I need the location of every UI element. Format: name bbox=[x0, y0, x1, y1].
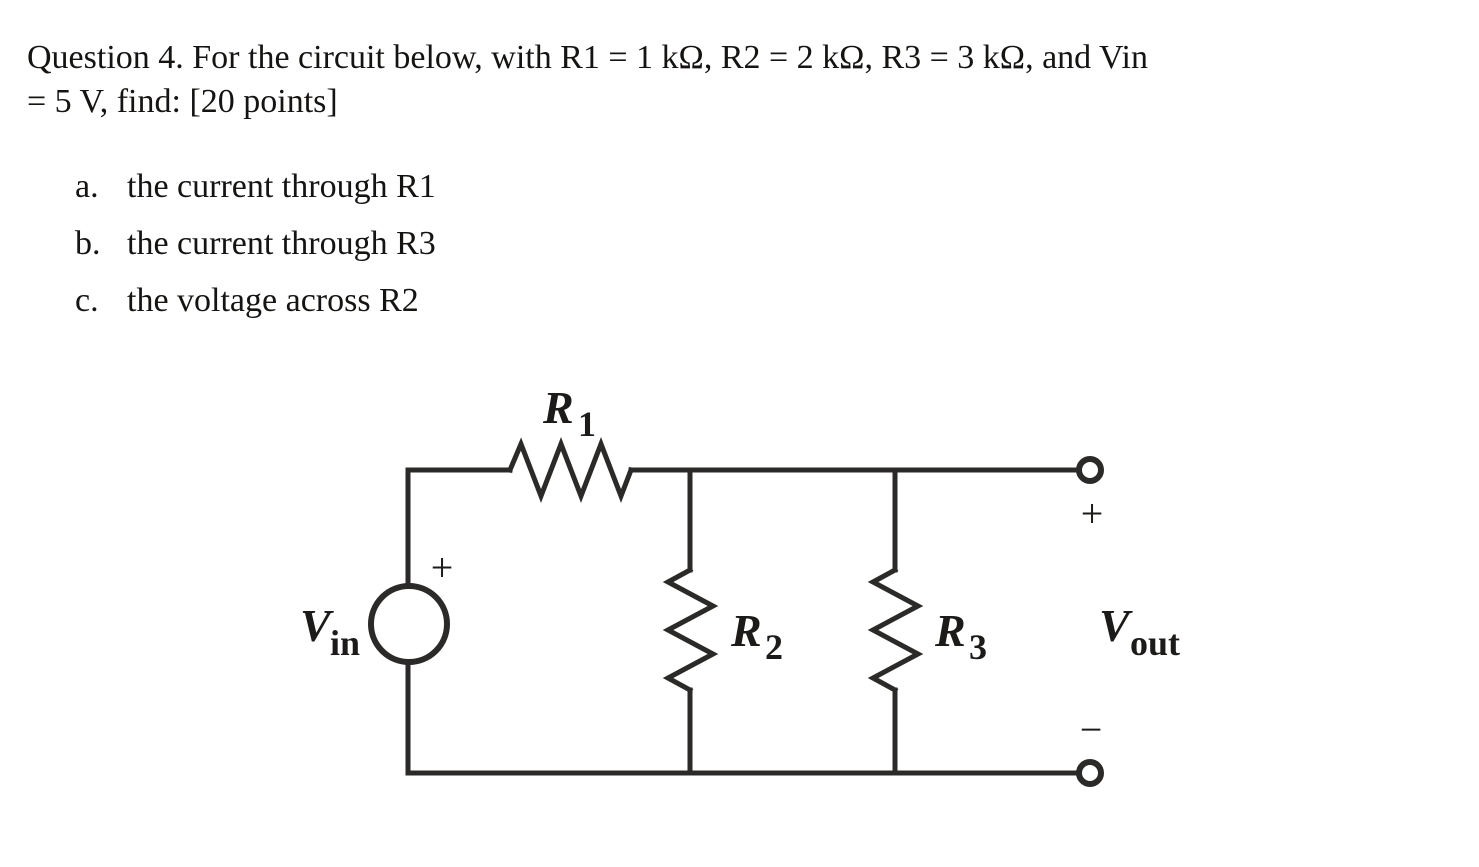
voltage-source-circle bbox=[368, 583, 450, 665]
vin-label-subscript: in bbox=[330, 623, 360, 663]
r1-label: R bbox=[542, 382, 574, 433]
source-plus-sign: + bbox=[431, 545, 454, 590]
task-text-a: the current through R1 bbox=[127, 168, 436, 205]
question-line-1: Question 4. For the circuit below, with … bbox=[27, 39, 1149, 76]
vout-label-subscript: out bbox=[1130, 623, 1180, 663]
output-terminal-positive bbox=[1076, 456, 1104, 484]
vin-label: V bbox=[300, 600, 334, 651]
task-text-b: the current through R3 bbox=[127, 225, 436, 262]
task-marker-a: a. bbox=[75, 168, 99, 205]
task-item-a: a. the current through R1 bbox=[75, 158, 436, 215]
r1-label-subscript: 1 bbox=[578, 404, 596, 444]
resistor-r2 bbox=[662, 566, 719, 694]
resistor-r3 bbox=[867, 566, 924, 694]
r2-label-subscript: 2 bbox=[765, 627, 783, 667]
task-item-b: b. the current through R3 bbox=[75, 215, 436, 272]
resistor-r1 bbox=[506, 437, 635, 503]
task-item-c: c. the voltage across R2 bbox=[75, 272, 436, 329]
task-marker-c: c. bbox=[75, 282, 99, 319]
r2-label: R bbox=[730, 605, 762, 656]
task-marker-b: b. bbox=[75, 225, 101, 262]
task-list: a. the current through R1 b. the current t… bbox=[75, 158, 436, 329]
wire-top-left bbox=[405, 467, 513, 589]
output-minus-sign: − bbox=[1080, 707, 1103, 752]
question-line-2: = 5 V, find: [20 points] bbox=[27, 83, 338, 120]
output-terminal-negative bbox=[1076, 759, 1104, 787]
task-text-c: the voltage across R2 bbox=[127, 282, 419, 319]
wire-bottom bbox=[405, 659, 1081, 776]
circuit-labels: R 1 R 2 R 3 V in V out + + − bbox=[300, 382, 1180, 752]
r3-label: R bbox=[934, 605, 966, 656]
vout-label: V bbox=[1099, 600, 1133, 651]
r3-label-subscript: 3 bbox=[969, 627, 987, 667]
circuit-wires bbox=[368, 437, 1104, 787]
question-text: Question 4. For the circuit below, with … bbox=[27, 36, 1148, 124]
output-plus-sign: + bbox=[1081, 491, 1104, 536]
